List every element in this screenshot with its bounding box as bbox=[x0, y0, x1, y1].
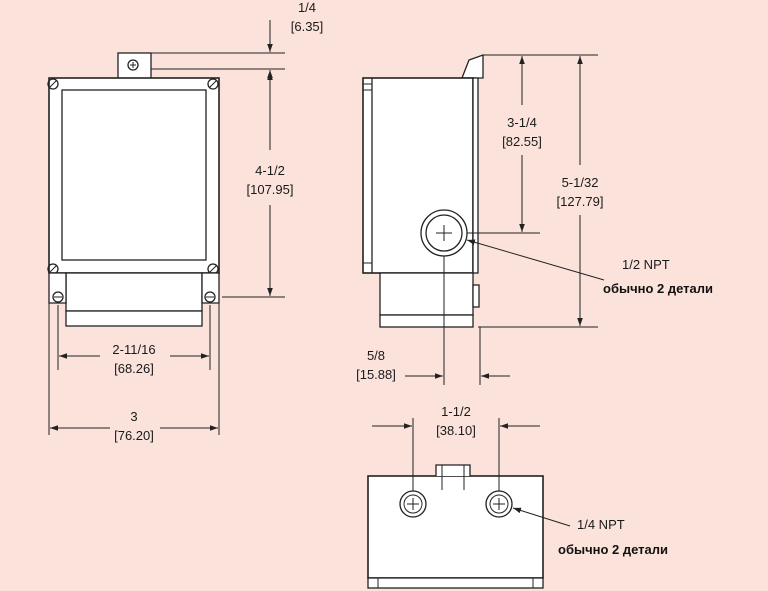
bottom-foot bbox=[367, 577, 544, 589]
front-housing bbox=[48, 77, 220, 274]
dim-width-frac: 3 bbox=[130, 409, 137, 424]
dim-width-mm: [76.20] bbox=[114, 428, 154, 443]
dim-mount-width-mm: [68.26] bbox=[114, 361, 154, 376]
dim-spacing-mm: [38.10] bbox=[436, 423, 476, 438]
bottom-view: 1-1/2 [38.10] 1/4 NPT обычно 2 детали bbox=[367, 404, 668, 589]
port-icon bbox=[399, 490, 513, 518]
port-note: обычно 2 детали bbox=[558, 542, 668, 557]
conduit-note: обычно 2 детали bbox=[603, 281, 713, 296]
front-foot bbox=[65, 310, 203, 327]
side-latch bbox=[461, 54, 484, 79]
bottom-housing bbox=[367, 475, 544, 579]
front-mount-tab bbox=[117, 52, 152, 80]
dim-spacing-frac: 1-1/2 bbox=[441, 404, 471, 419]
dim-top-offset-mm: [6.35] bbox=[291, 19, 324, 34]
port-label: 1/4 NPT bbox=[577, 517, 625, 532]
dim-total-frac: 5-1/32 bbox=[562, 175, 599, 190]
side-foot bbox=[379, 314, 474, 328]
dim-height-mm: [107.95] bbox=[247, 182, 294, 197]
side-base bbox=[379, 272, 474, 316]
port-leader bbox=[512, 507, 571, 527]
conduit-leader bbox=[466, 239, 605, 281]
dim-mount-width-frac: 2-11/16 bbox=[112, 342, 155, 357]
dim-upper-mm: [82.55] bbox=[502, 134, 542, 149]
dim-total-mm: [127.79] bbox=[557, 194, 604, 209]
mount-slot-icon bbox=[52, 291, 216, 303]
front-base bbox=[65, 272, 203, 312]
front-cover-panel bbox=[61, 89, 207, 261]
dim-height-frac: 4-1/2 bbox=[255, 163, 285, 178]
front-tab-screw-icon bbox=[127, 59, 139, 71]
dim-offset-frac: 5/8 bbox=[367, 348, 385, 363]
dim-offset-mm: [15.88] bbox=[356, 367, 396, 382]
front-view: 1/4 [6.35] 4-1/2 [107.95] 2-11/16 [68.26… bbox=[47, 0, 324, 443]
dim-upper-frac: 3-1/4 bbox=[507, 115, 537, 130]
side-view: 3-1/4 [82.55] 5-1/32 [127.79] 5/8 [15.88… bbox=[356, 54, 713, 385]
conduit-label: 1/2 NPT bbox=[622, 257, 670, 272]
dim-top-offset-frac: 1/4 bbox=[298, 0, 316, 15]
